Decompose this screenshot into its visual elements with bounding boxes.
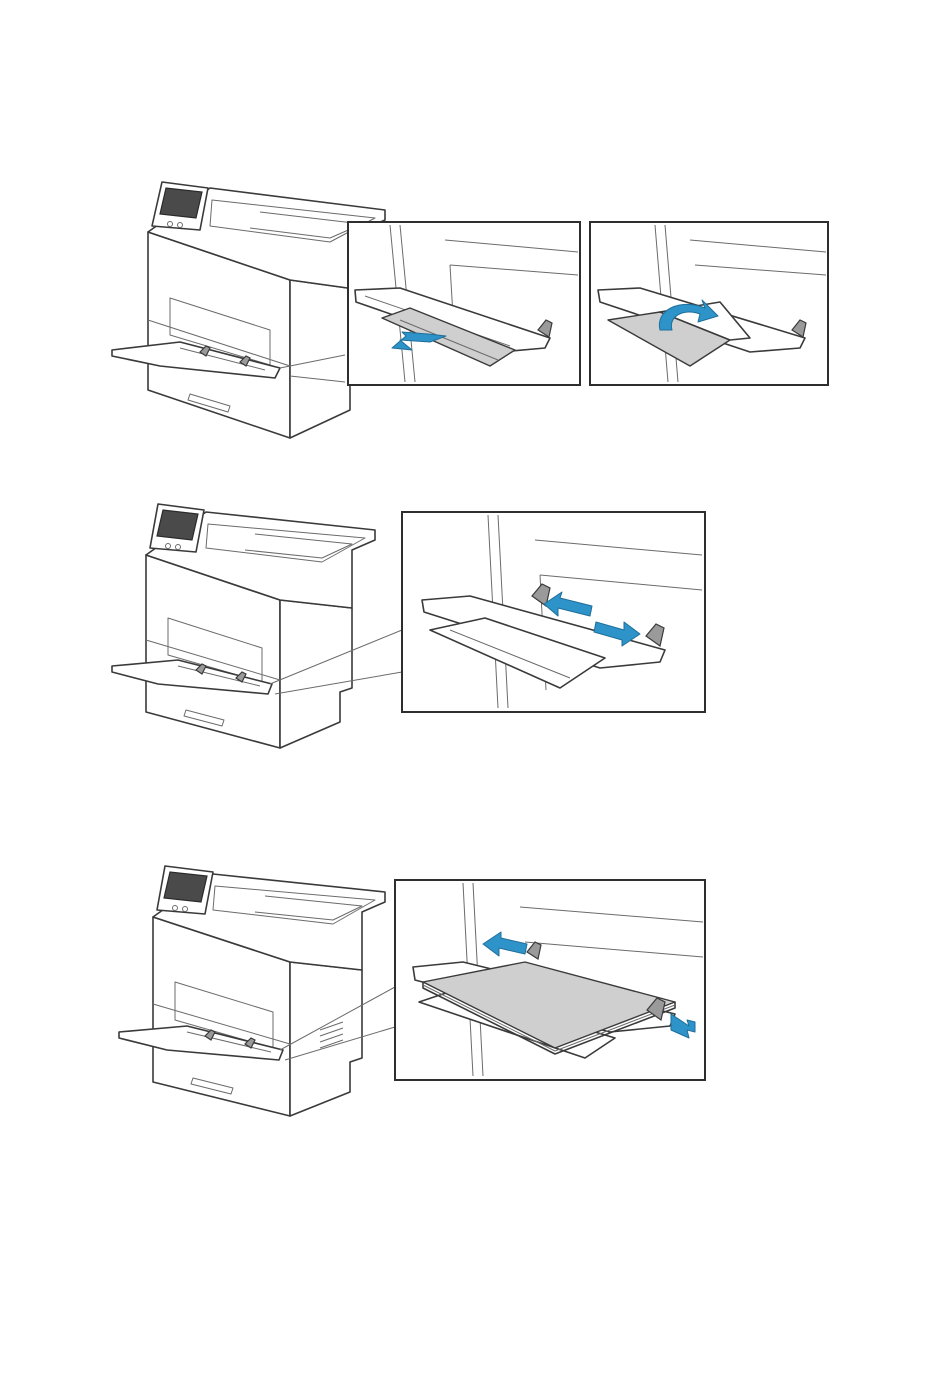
printer-illustration (112, 182, 385, 438)
control-panel-icon (157, 866, 213, 914)
control-panel-icon (150, 504, 204, 552)
figure-step-1-svg (100, 170, 840, 445)
printer-illustration (112, 504, 402, 748)
inset-load-paper (395, 880, 705, 1080)
figure-step-3-load-paper (115, 862, 715, 1122)
figure-step-1-open-tray-extension (100, 170, 840, 445)
figure-step-2-adjust-guides (100, 500, 720, 750)
printer-illustration (119, 866, 395, 1116)
inset-adjust-width-guides (402, 512, 705, 712)
figure-step-3-svg (115, 862, 715, 1122)
inset-flip-extension (590, 222, 828, 385)
inset-pull-extension (348, 222, 580, 385)
control-panel-icon (152, 182, 208, 230)
figure-step-2-svg (100, 500, 720, 750)
